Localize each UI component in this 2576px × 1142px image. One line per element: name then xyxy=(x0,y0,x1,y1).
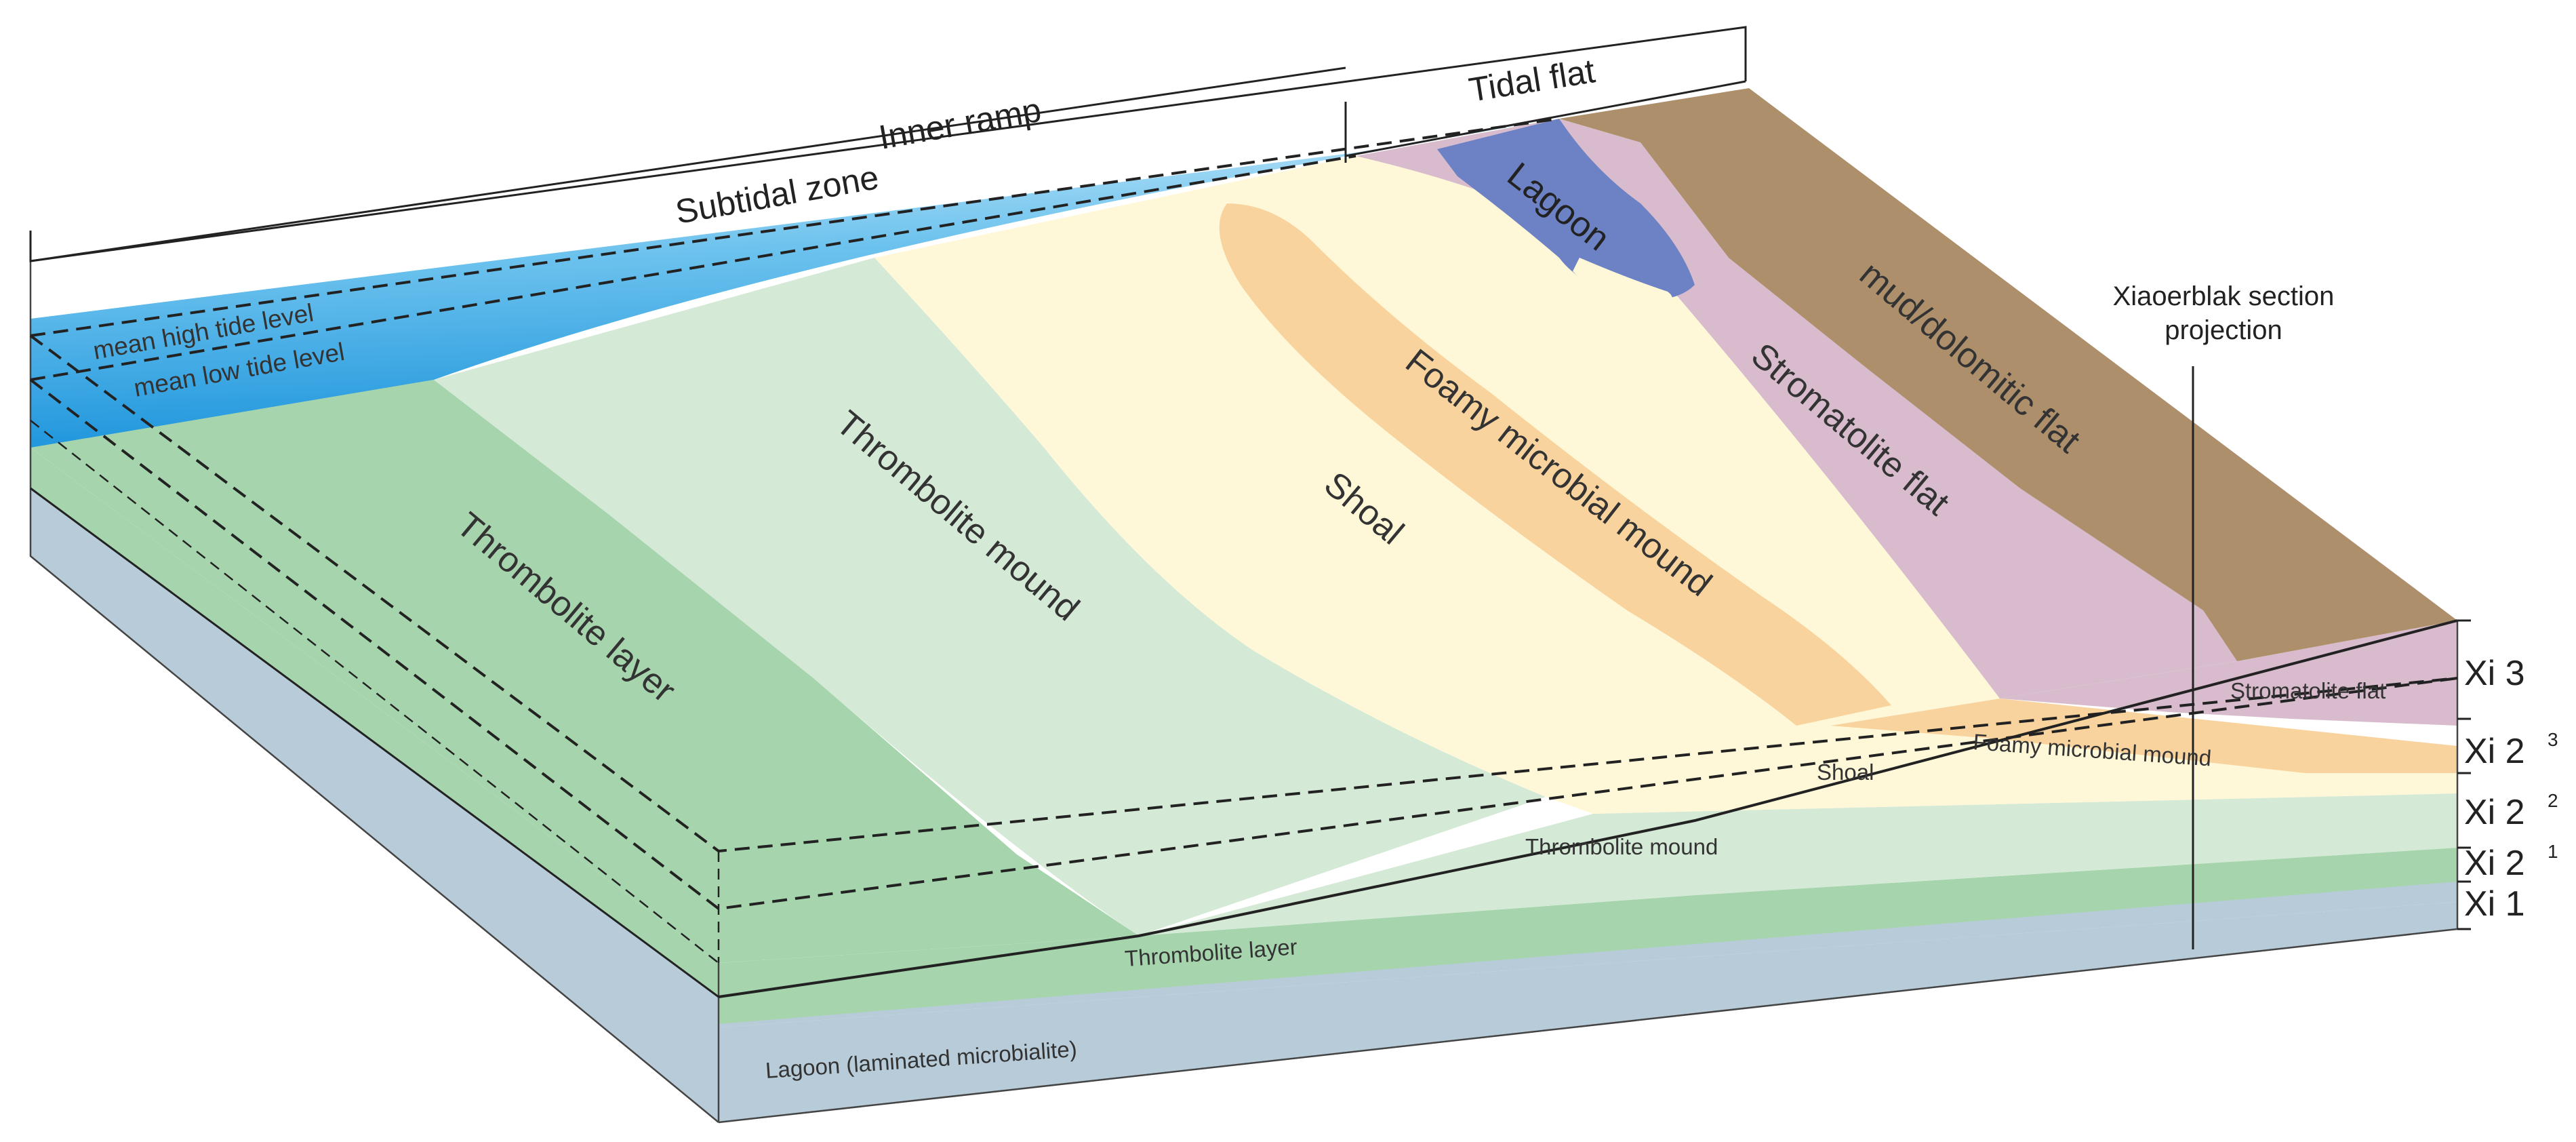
section-label-shoal: Shoal xyxy=(1817,760,1874,785)
section-thrombolite-mound xyxy=(1139,793,2457,936)
inner-ramp-bracket xyxy=(29,26,1747,262)
surface-lagoon xyxy=(1437,119,1695,300)
inner-ramp-label: Inner ramp xyxy=(876,91,1044,157)
block-base-line xyxy=(30,487,719,998)
section-trace-line xyxy=(718,619,2458,998)
surface-thrombolite-mound xyxy=(434,258,1546,936)
surface-lagoon-shoal-lens xyxy=(1573,258,1672,305)
sea-water-wedge xyxy=(31,119,1559,448)
block-left-edge xyxy=(29,231,719,1123)
surface-foamy-microbial-mound xyxy=(1219,203,1891,726)
projection-label-line-2: projection xyxy=(2165,315,2282,345)
section-label-stromatolite-flat: Stromatolite flat xyxy=(2230,678,2386,703)
mean-high-tide-line xyxy=(30,117,1560,337)
surface-mud-dolomitic-flat xyxy=(1559,88,2457,661)
mean-low-tide-line xyxy=(30,155,1356,381)
unit-sup-xi2-2: 2 xyxy=(2548,790,2558,811)
unit-label-xi2-2: Xi 2 xyxy=(2464,793,2525,832)
unit-sup-xi2-3: 3 xyxy=(2548,729,2558,750)
unit-label-xi1: Xi 1 xyxy=(2464,884,2525,924)
right-face-lagoon-base xyxy=(719,902,2457,1122)
subsurface-dash-3 xyxy=(30,420,719,964)
section-foamy-microbial-mound xyxy=(1830,698,2457,773)
surface-thrombolite-layer xyxy=(31,380,1139,963)
section-label-thrombolite-mound: Thrombolite mound xyxy=(1525,834,1718,859)
section-stromatolite-flat xyxy=(2000,621,2457,726)
unit-label-xi2-1: Xi 2 xyxy=(2464,844,2525,883)
unit-label-xi2-3: Xi 2 xyxy=(2464,732,2525,771)
section-thrombolite-layer xyxy=(719,848,2457,1024)
unit-scale: Xi 3 Xi 2 3 Xi 2 2 Xi 2 1 Xi 1 xyxy=(2457,619,2558,930)
surface-stromatolite-flat xyxy=(1356,119,2237,698)
projection-label-line-1: Xiaoerblak section xyxy=(2113,281,2335,311)
unit-label-xi3: Xi 3 xyxy=(2464,654,2525,693)
left-face-thrombolite-layer xyxy=(31,448,719,997)
tidal-flat-label: Tidal flat xyxy=(1466,52,1598,109)
unit-sup-xi2-1: 1 xyxy=(2548,841,2558,862)
subtidal-zone-bracket xyxy=(30,66,1346,262)
front-face-lower-block xyxy=(31,461,719,1122)
subsurface-dash-1 xyxy=(29,378,2458,911)
